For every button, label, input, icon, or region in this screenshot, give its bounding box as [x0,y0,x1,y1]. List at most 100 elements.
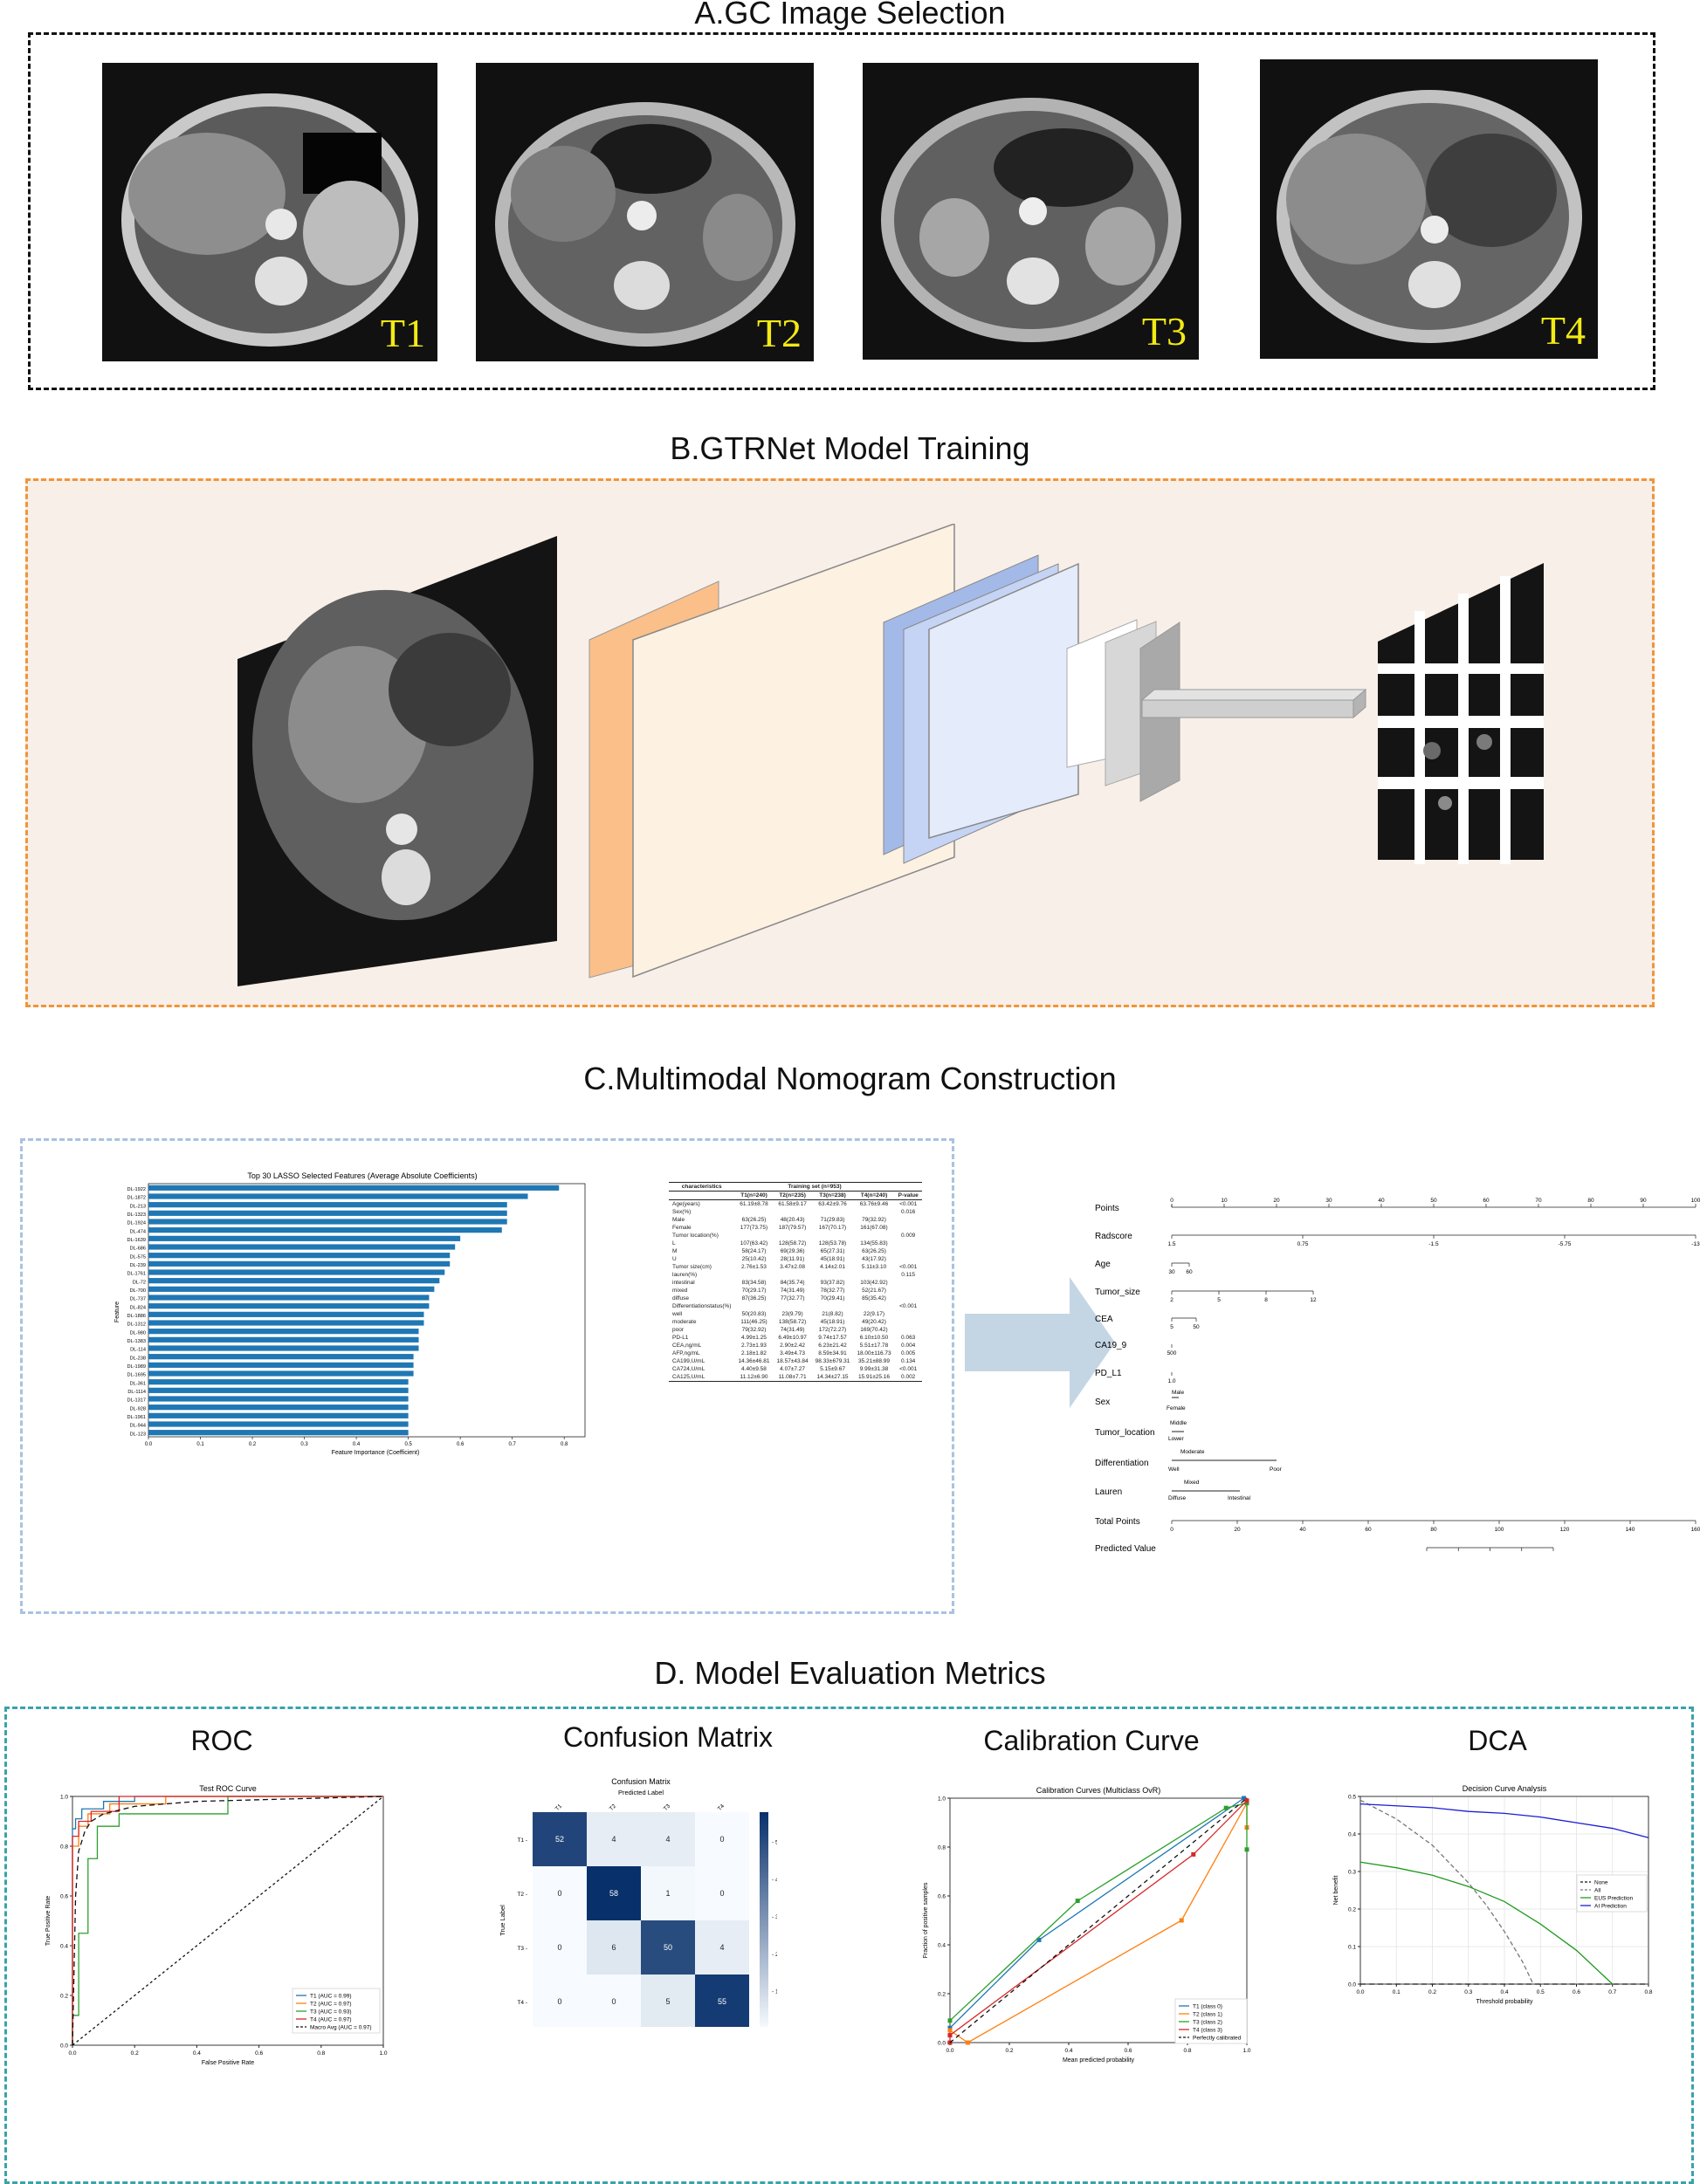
calibration-chart: Calibration Curves (Multiclass OvR)Mean … [923,1786,1251,2064]
series-marker [1179,1918,1184,1923]
series-marker [1244,1801,1249,1806]
nomogram-row-label: CEA [1095,1315,1113,1324]
table-cell [895,1255,922,1263]
lasso-xtick-label: 0.5 [404,1442,412,1447]
lasso-bar [148,1219,507,1225]
table-cell: 50(20.83) [741,1311,767,1317]
heatmap-value: 4 [611,1835,616,1844]
table-cell: 25(10.42) [741,1256,767,1262]
y-tick-label: T2 - [517,1892,527,1898]
ct-image-t2: T2 [476,63,814,361]
table-cell: 18.00±116.73 [857,1350,891,1356]
legend-label: T4 (AUC = 0.97) [310,2017,352,2023]
table-cell: 0.115 [901,1272,916,1278]
table-cell [734,1232,773,1240]
table-cell: 3.49±4.73 [780,1350,806,1356]
table-cell: 79(32.92) [741,1327,767,1333]
legend-label: T1 (AUC = 0.99) [310,1994,352,2000]
table-cell: 63(26.25) [741,1217,767,1223]
x-tick-label: 0.3 [1464,1989,1472,1995]
lasso-tick-label: DL-474 [130,1229,146,1234]
table-cell [895,1216,922,1224]
legend-label: T3 (AUC = 0.93) [310,2009,352,2016]
table-row: Sex(%)0.016 [669,1208,922,1216]
chart-ylabel: Fraction of positive samples [923,1882,929,1958]
lasso-tick-label: DL-944 [130,1424,146,1429]
table-column-header: T1(n=240) [734,1191,774,1200]
table-cell: CA199,U/mL [672,1358,705,1364]
heatmap-value: 0 [557,1997,561,2006]
table-cell [895,1240,922,1247]
table-cell: PD-L1 [672,1335,689,1341]
table-cell: Female [672,1225,692,1231]
heatmap-cell [695,1866,749,1920]
lasso-tick-label: DL-213 [130,1204,146,1209]
series-marker [1075,1899,1080,1904]
nomogram-row-label: Lauren [1095,1487,1122,1497]
table-cell: 0.009 [901,1233,916,1239]
y-tick-label: 0.6 [938,1894,946,1900]
table-cell: 79(32.92) [862,1217,886,1223]
legend-label: Perfectly calibrated [1193,2036,1242,2042]
roc-panel-title: ROC [190,1725,253,1756]
y-tick-label: 1.0 [60,1795,68,1801]
table-cell: <0.001 [899,1303,918,1309]
table-cell: 8.59±34.91 [818,1350,847,1356]
lasso-bar [148,1320,424,1326]
table-cell: 14.34±27.15 [811,1373,854,1382]
lasso-tick-label: DL-1989 [127,1364,146,1370]
table-cell: 58(24.17) [741,1248,767,1254]
dca-panel-title: DCA [1468,1725,1527,1756]
y-tick-label: T4 - [517,2000,527,2006]
lasso-tick-label: DL-1695 [127,1373,146,1378]
nomogram-tick-label: 1.0 [1167,1378,1175,1384]
table-cell: 71(29.83) [820,1217,845,1223]
table-cell [812,1232,854,1240]
heatmap-cell [533,1812,587,1866]
table-cell: AFP,ng/mL [672,1350,700,1356]
nomogram-tick-label: 20 [1234,1527,1241,1533]
table-cell: 87(36.25) [741,1295,767,1301]
table-cell: 169(70.42) [860,1327,888,1333]
lasso-tick-label: DL-1886 [127,1314,146,1319]
legend-label: T2 (AUC = 0.97) [310,2002,352,2008]
lasso-tick-label: DL-1317 [127,1398,146,1404]
heatmap-value: 0 [557,1943,561,1952]
heatmap-value: 0 [719,1835,724,1844]
x-tick-label: 0.2 [1428,1989,1436,1995]
section-d-title: D. Model Evaluation Metrics [654,1655,1046,1691]
nomogram-tick-label: 5 [1217,1297,1221,1303]
chart-axes-frame [949,1797,1248,2043]
heatmap-cell [641,1866,695,1920]
table-cell: 107(63.42) [740,1240,768,1247]
legend-label: AI Prediction [1594,1904,1627,1910]
nomogram-tick-label: 100 [1495,1527,1504,1533]
y-tick-label: 0.2 [60,1994,68,2000]
table-cell: 134(55.83) [860,1240,888,1247]
lasso-tick-label: DL-1761 [127,1272,146,1277]
table-cell: 63.42±9.76 [818,1201,847,1207]
x-tick-label: 1.0 [379,2050,387,2057]
nomogram-tick-label: 60 [1365,1527,1372,1533]
lasso-xtick-label: 0.4 [353,1442,361,1447]
heatmap-cell [533,1866,587,1920]
lasso-tick-label: DL-575 [130,1254,146,1260]
table-cell: 4.07±7.27 [780,1366,806,1372]
legend-label: Macro Avg (AUC = 0.97) [310,2025,372,2031]
nomogram-row-label: Predicted Value [1095,1544,1156,1554]
nomogram-tick-label: -1.5 [1428,1241,1439,1247]
table-cell: 172(72.27) [818,1327,847,1333]
section-b-title: B.GTRNet Model Training [670,430,1030,466]
table-column-header: T3(n=238) [811,1191,854,1200]
lasso-tick-label: DL-700 [130,1288,146,1294]
chart-ylabel: True Label [499,1905,506,1936]
nomogram-tick-label: 40 [1378,1198,1385,1204]
y-tick-label: 0.4 [938,1943,946,1949]
lasso-bar [148,1244,456,1250]
nomogram-row-label: Tumor_size [1095,1288,1140,1297]
